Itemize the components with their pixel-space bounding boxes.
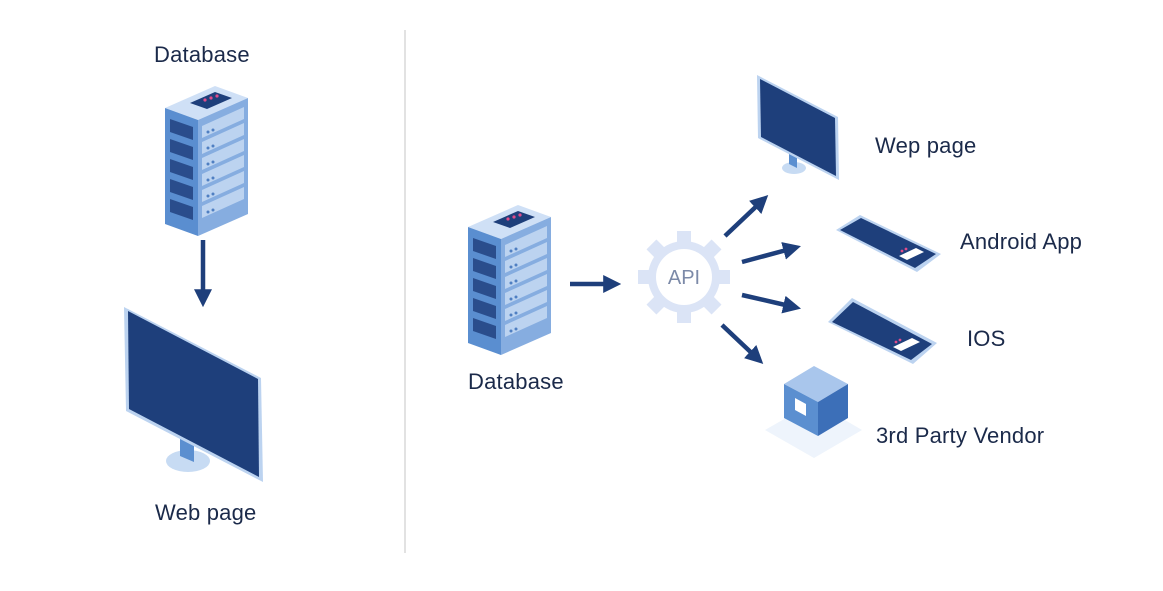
ios-phone-icon: [828, 298, 937, 364]
api-label: API: [668, 267, 700, 289]
api-to-vendor-arrow: [720, 323, 764, 364]
target-label-3rd-party-vendor: 3rd Party Vendor: [876, 423, 1045, 448]
left-database-label: Database: [154, 42, 250, 67]
api-to-android-arrow: [741, 242, 801, 265]
right-database-server-icon: [468, 205, 551, 355]
left-database-server-icon: [165, 86, 248, 236]
target-label-android-app: Android App: [960, 229, 1083, 254]
vendor-cube-icon: [765, 366, 862, 458]
web-page-monitor-icon: [757, 75, 839, 180]
target-label-web-page: Wep page: [875, 133, 977, 158]
api-gear-icon: API: [638, 231, 730, 323]
api-to-ios-arrow: [741, 292, 802, 314]
left-web-page-label: Web page: [155, 500, 257, 525]
left-web-monitor-icon: [124, 307, 263, 482]
target-label-ios: IOS: [967, 326, 1006, 351]
right-database-label: Database: [468, 369, 564, 394]
api-to-webpage-arrow: [723, 195, 769, 238]
android-phone-icon: [836, 215, 941, 272]
